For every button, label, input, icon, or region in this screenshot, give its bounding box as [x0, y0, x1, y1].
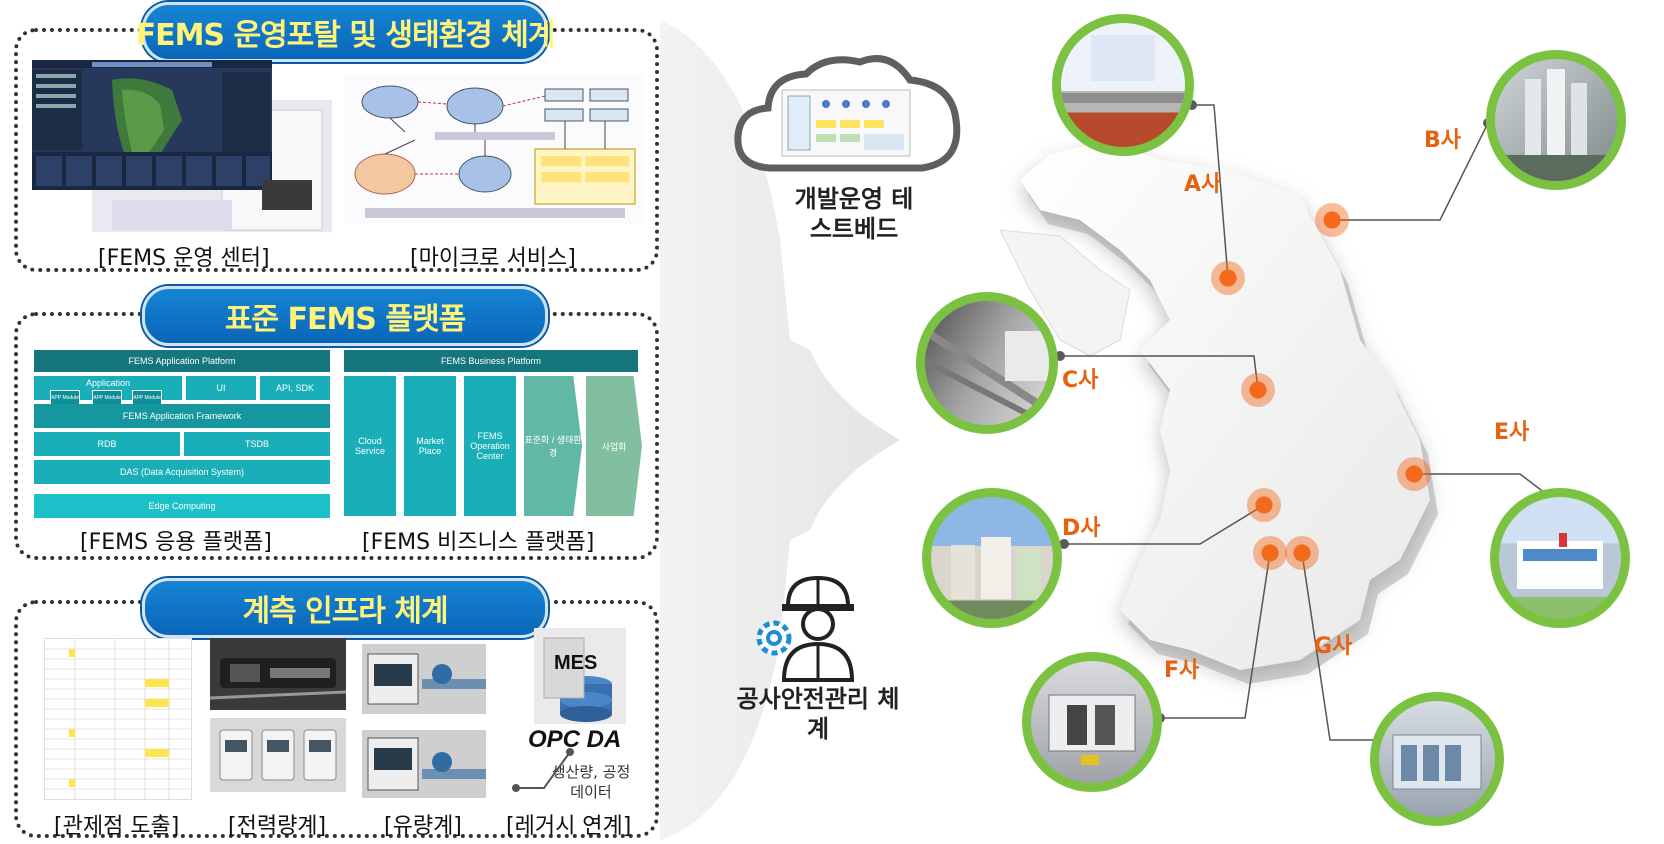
safety-label: 공사안전관리 체계: [736, 685, 900, 743]
tile-market-place: Market Place: [404, 376, 456, 516]
location-dot-f: [1253, 536, 1287, 570]
tile-application-label: Application: [85, 378, 131, 388]
company-label-d: D사: [1062, 516, 1101, 541]
cloud-label: 개발운영 테스트베드: [794, 185, 914, 243]
opc-da-label: OPC DA: [528, 726, 622, 753]
company-label-e: E사: [1494, 420, 1530, 445]
cloud-icon: [734, 55, 961, 172]
tile-tsdb: TSDB: [184, 432, 330, 456]
korea-map: [1000, 140, 1438, 684]
location-dot-c: [1241, 373, 1275, 407]
flow-meter-photo-1: [362, 644, 486, 714]
location-dot-b: [1315, 203, 1349, 237]
location-dot-a: [1211, 261, 1245, 295]
power-meter-photo-2: [210, 718, 346, 792]
monitoring-point-sheet: [44, 638, 192, 800]
caption-flow-meter: [유량계]: [384, 814, 462, 839]
mes-database-illustration: [534, 628, 626, 724]
panel-infra-title: 계측 인프라 체계: [142, 578, 548, 638]
company-label-c: C사: [1062, 368, 1099, 393]
tile-rdb: RDB: [34, 432, 180, 456]
tile-commercialization: 사업화: [586, 376, 642, 516]
company-photo-c: [916, 292, 1058, 434]
power-meter-photo-1: [210, 638, 346, 710]
company-label-f: F사: [1164, 658, 1200, 683]
company-label-g: G사: [1314, 634, 1353, 659]
caption-power-meter: [전력량계]: [228, 814, 327, 839]
microservice-architecture-diagram: [345, 74, 645, 224]
flow-meter-photo-2: [362, 730, 486, 798]
tile-api-sdk: API, SDK: [260, 376, 330, 400]
tile-standardization: 표준화 / 생태환경: [524, 376, 582, 516]
company-photo-a: [1052, 14, 1194, 156]
company-label-a: A사: [1184, 172, 1222, 197]
fems-operation-center-screenshot: [32, 60, 332, 232]
company-photo-d: [922, 488, 1062, 628]
business-platform-header: FEMS Business Platform: [344, 350, 638, 372]
location-dot-g: [1285, 536, 1319, 570]
caption-business-platform: [FEMS 비즈니스 플랫폼]: [362, 530, 595, 555]
caption-fems-operation-center: [FEMS 운영 센터]: [98, 246, 270, 271]
location-dot-e: [1397, 457, 1431, 491]
caption-legacy-link: [레거시 연계]: [506, 814, 632, 839]
mes-label: MES: [554, 652, 598, 674]
tile-edge-computing: Edge Computing: [34, 494, 330, 518]
company-photo-f: [1022, 652, 1162, 792]
company-photo-e: [1490, 488, 1630, 628]
caption-app-platform: [FEMS 응용 플랫폼]: [80, 530, 272, 555]
panel-portal-title: FEMS 운영포탈 및 생태환경 체계: [136, 2, 555, 62]
tile-app-framework: FEMS Application Framework: [34, 404, 330, 428]
grey-arrow-background: [660, 20, 900, 840]
company-photo-g: [1370, 692, 1504, 826]
tile-ui: UI: [186, 376, 256, 400]
company-photo-b: [1486, 50, 1626, 190]
production-data-note: 생산량, 공정데이터: [551, 763, 631, 801]
company-label-b: B사: [1424, 128, 1462, 153]
location-dot-d: [1247, 488, 1281, 522]
caption-microservice: [마이크로 서비스]: [410, 246, 576, 271]
tile-operation-center: FEMS Operation Center: [464, 376, 516, 516]
caption-monitoring-point: [관제점 도출]: [54, 814, 180, 839]
panel-platform-title: 표준 FEMS 플랫폼: [142, 286, 548, 346]
tile-cloud-service: Cloud Service: [344, 376, 396, 516]
legacy-connector-line: [512, 748, 574, 792]
safety-worker-icon: [756, 575, 855, 682]
tile-das: DAS (Data Acquisition System): [34, 460, 330, 484]
app-platform-header: FEMS Application Platform: [34, 350, 330, 372]
